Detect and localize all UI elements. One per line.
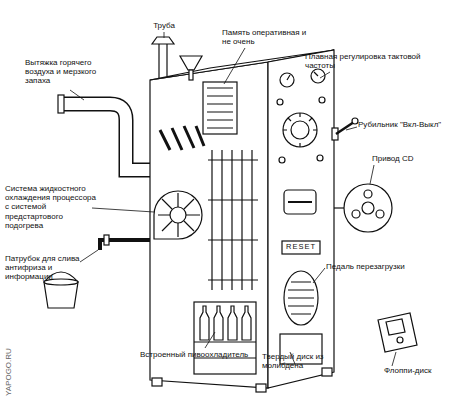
part-label: Труба [144,21,184,30]
part-label: Привод CD [372,154,442,163]
fan-blades [158,193,200,237]
bucket [44,282,78,308]
cooling-pipes [208,150,258,290]
leader-line [70,90,84,100]
foot [322,368,332,376]
knob [279,157,285,163]
reset-pedal [284,271,318,325]
cooler-compartment [194,302,256,374]
reel-hole [364,190,372,198]
cd-slot [288,201,312,203]
foot [152,378,162,386]
ram-ribs [207,88,233,128]
ram-block [203,82,237,134]
dial-ticks [283,113,317,147]
part-label: Вытяжка горячего воздуха и мерзкого запа… [25,58,105,86]
chimney-pipe [159,40,167,80]
tap-valve [104,235,109,245]
funnel [180,56,202,70]
leader-line [320,72,330,78]
switch-handle [352,118,358,124]
cd-reel-hub [362,202,374,214]
floppy-disk [378,313,417,352]
foot [256,384,266,392]
reset-plate [282,241,320,254]
leader-line [92,208,154,212]
fan-hub [170,207,186,223]
reel-axle [334,207,344,208]
beer-bottles [200,306,251,340]
floppy-hub [397,337,403,343]
clock-dial [283,113,317,147]
part-label: Флоппи-диск [384,366,448,375]
hanging-fins [160,126,204,150]
reel-hole [376,210,384,218]
gauge-needles [287,72,318,80]
knob [319,97,325,103]
leader-lines [70,32,396,366]
reel-hole [352,210,360,218]
pipe-cap [152,37,174,44]
duct-flange [58,95,64,113]
air-duct-inner [62,104,152,170]
part-label: Встроенный пивоохладитель [140,350,270,359]
leader-line [164,32,165,38]
knob [277,99,283,105]
switch-lever [336,122,354,134]
part-label: Память оперативная и не очень [222,28,317,46]
pedal-ribs [288,282,314,314]
leader-line [313,268,325,283]
floppy-shutter [386,319,405,335]
leader-line [224,48,245,84]
cabinet-front [268,50,334,388]
part-label: Система жидкостного охлаждения процессор… [5,184,97,230]
leader-line [392,352,396,366]
leader-line [205,332,215,348]
cabinet-side [150,62,268,388]
air-duct [62,104,152,170]
knob [317,155,323,161]
watermark: YAPOGO.RU [4,316,13,396]
fan-housing [154,191,202,239]
cd-door [284,190,316,214]
cd-reel [344,184,392,232]
part-label: Рубильник "Вкл-Выкл" [358,120,448,129]
leader-line [346,127,357,130]
part-label: Патрубок для слива антифриза и информаци… [5,254,85,282]
part-label: Твердый диск из молибдена [262,352,332,370]
button-text: RESET [282,243,320,252]
funnel-neck [189,70,193,80]
clock-knob [291,121,309,139]
leader-line [80,250,98,262]
part-label: Плавная регулировка тактовой частоты [305,52,425,70]
part-label: Педаль перезагрузки [326,262,426,271]
leader-line [370,165,374,184]
